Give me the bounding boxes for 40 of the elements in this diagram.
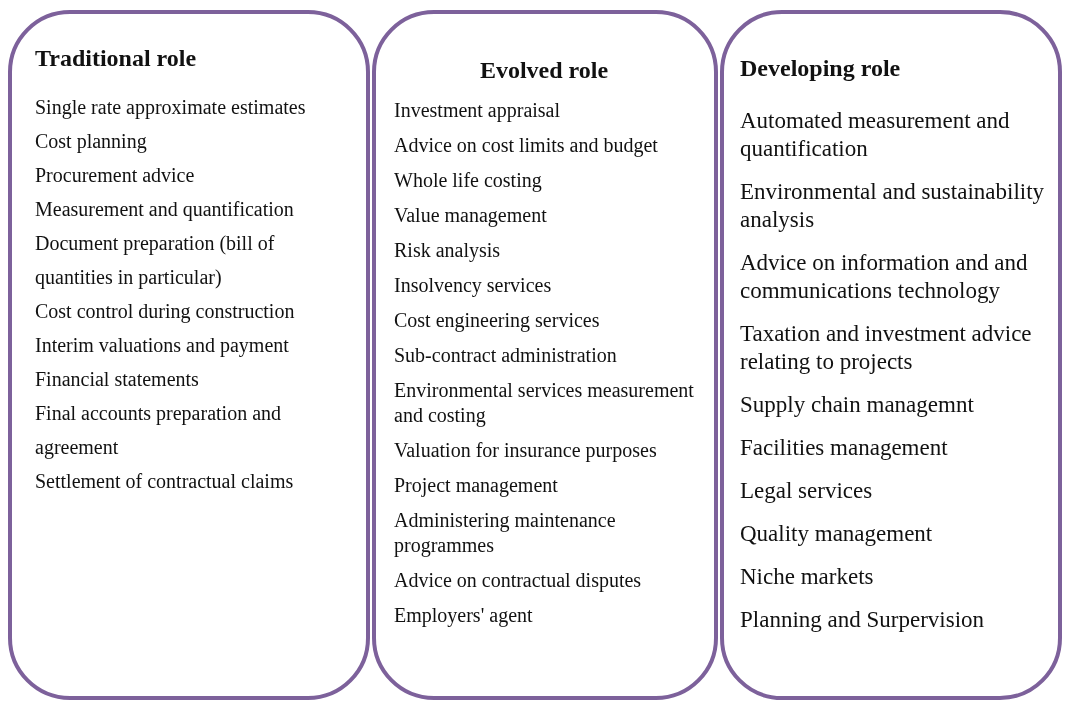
list-item: Environmental services measurement and costing — [394, 378, 695, 428]
list-item: Administering maintenance programmes — [394, 508, 617, 558]
list-item: Employers' agent — [394, 603, 534, 628]
rounded-panel — [372, 10, 718, 700]
rounded-panel — [8, 10, 370, 700]
list-item: Financial statements — [35, 367, 200, 392]
list-item: Advice on cost limits and budget — [394, 133, 659, 158]
list-item: Risk analysis — [394, 238, 502, 263]
list-item: Document preparation (bill of quantities in particular) — [35, 231, 276, 291]
list-item: Advice on information and and communications technology — [740, 249, 1029, 305]
list-item: Cost engineering services — [394, 308, 601, 333]
list-item: Valuation for insurance purposes — [394, 438, 658, 463]
rounded-panel — [720, 10, 1062, 700]
list-item: Planning and Surpervision — [740, 606, 986, 634]
list-item: Procurement advice — [35, 163, 196, 188]
list-item: Cost planning — [35, 129, 148, 155]
list-item: Automated measurement and quantification — [740, 107, 1011, 163]
list-item: Sub-contract administration — [394, 343, 618, 368]
list-item: Settlement of contractual claims — [35, 469, 295, 494]
list-item: Measurement and quantification — [35, 197, 295, 223]
list-item: Project management — [394, 473, 559, 498]
list-item: Advice on contractual disputes — [394, 568, 643, 593]
list-item: Single rate approximate estimates — [35, 95, 307, 121]
list-item: Facilities management — [740, 434, 949, 462]
list-item: Cost control during construction — [35, 299, 296, 325]
column-heading: Evolved role — [478, 57, 610, 84]
list-item: Legal services — [740, 477, 874, 505]
list-item: Whole life costing — [394, 168, 543, 193]
list-item: Supply chain managemnt — [740, 391, 975, 419]
list-item: Insolvency services — [394, 273, 553, 298]
list-item: Investment appraisal — [394, 98, 562, 123]
list-item: Niche markets — [740, 563, 875, 591]
list-item: Interim valuations and payment — [35, 333, 290, 359]
list-item: Value management — [394, 203, 548, 228]
list-item: Quality management — [740, 520, 934, 548]
list-item: Final accounts preparation and agreement — [35, 401, 283, 461]
column-heading: Developing role — [740, 55, 902, 82]
list-item: Taxation and investment advice relating to projects — [740, 320, 1033, 376]
column-heading: Traditional role — [35, 45, 198, 72]
list-item: Environmental and sustainability analysis — [740, 178, 1045, 234]
